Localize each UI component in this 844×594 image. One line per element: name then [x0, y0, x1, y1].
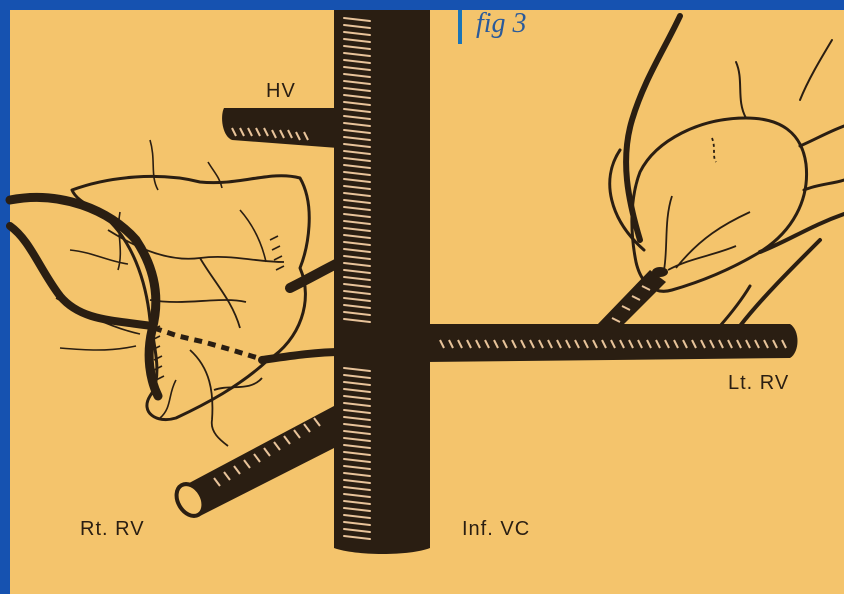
figure-label: fig 3 [476, 8, 527, 40]
inferior-vena-cava [334, 10, 430, 554]
label-hv: HV [266, 80, 296, 103]
figure-marker-bar [458, 10, 462, 44]
label-inf-vc: Inf. VC [462, 518, 530, 541]
label-lt-rv: Lt. RV [728, 372, 789, 395]
label-rt-rv: Rt. RV [80, 518, 145, 541]
